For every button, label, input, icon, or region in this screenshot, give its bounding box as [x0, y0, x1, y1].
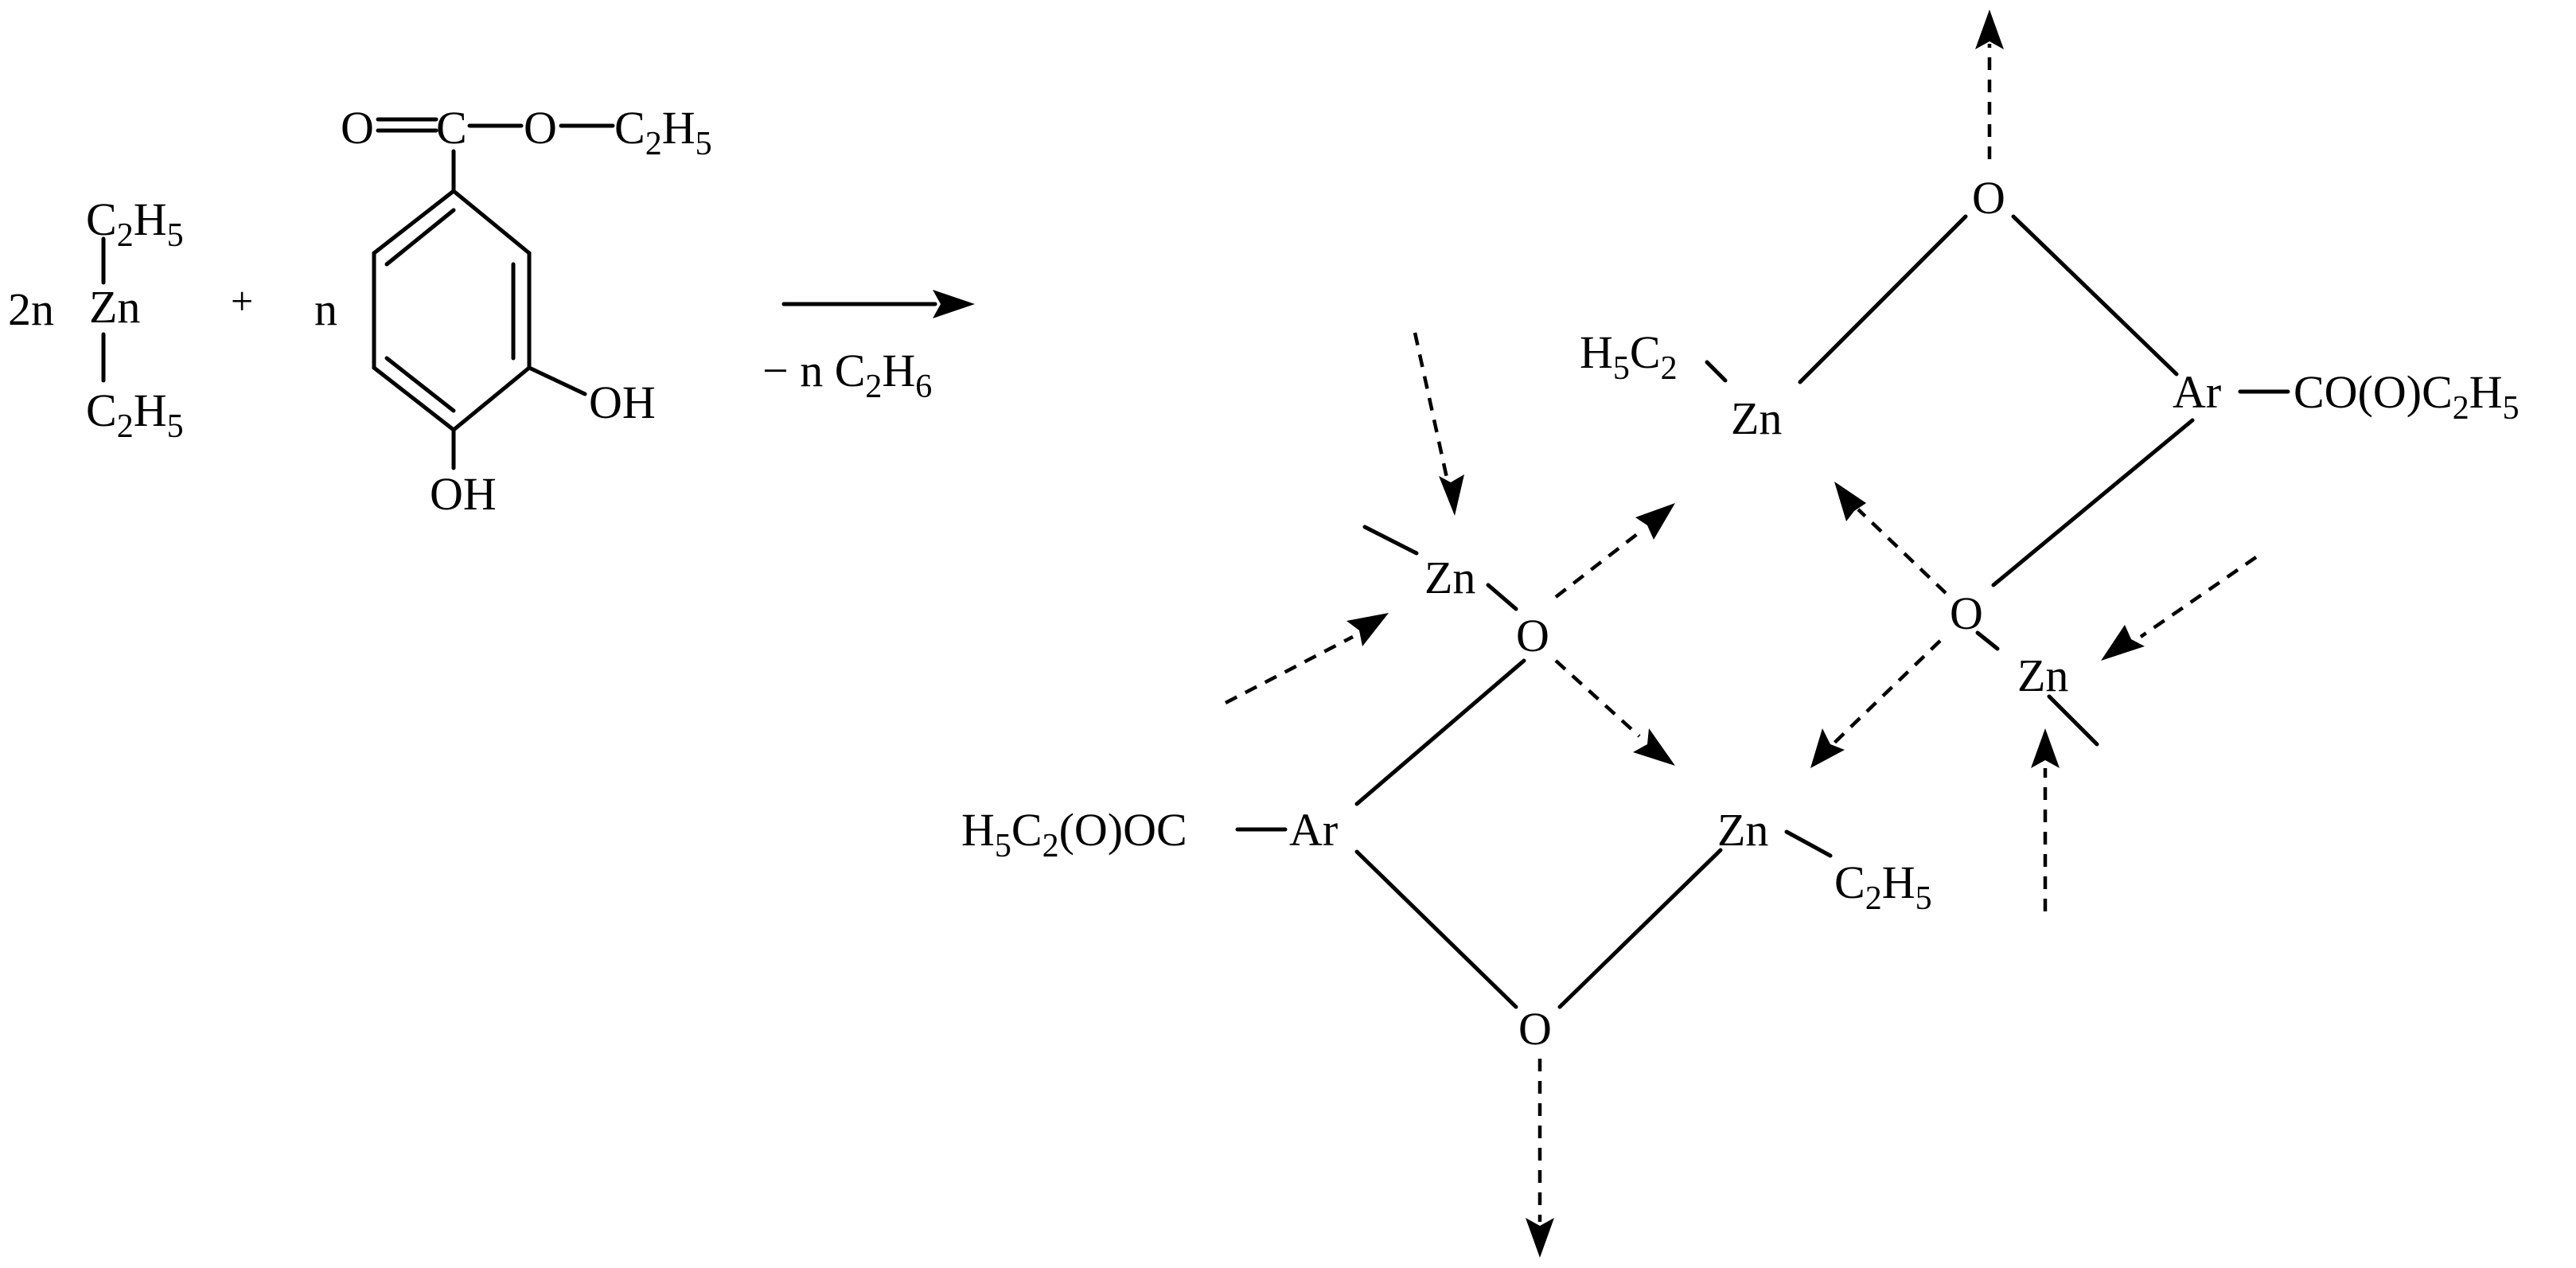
- coord-dash-o-down: [1829, 639, 1942, 748]
- plus-sign: +: [231, 279, 253, 323]
- left-zn-label: Zn: [1424, 552, 1475, 603]
- zinc-aryloxide-product: O H5C2 Zn Ar CO(O)C2H5 O Zn Zn O: [961, 10, 2519, 1258]
- carbonyl-carbon-label: C: [436, 102, 467, 154]
- ester-oxygen-label: O: [524, 102, 557, 154]
- carbonyl-oxygen-label: O: [341, 102, 374, 154]
- benzene-ring: [372, 188, 532, 433]
- coord-arrowhead-into-zn-right: [2101, 625, 2145, 661]
- mid-left-oxygen-label: O: [1516, 610, 1549, 661]
- coord-dash-into-zn-left-side: [1224, 635, 1354, 704]
- reaction-arrow: [781, 290, 975, 318]
- left-zn-o-bond: [1486, 583, 1518, 611]
- bottom-o-zn-bond: [1557, 848, 1723, 1009]
- coord-dash-o-left-down: [1554, 659, 1641, 738]
- coord-arrowhead-o-left-up: [1635, 503, 1675, 540]
- coord-arrowhead-o-down: [1810, 728, 1845, 768]
- ethyl-bottom-label: C2H5: [86, 384, 184, 445]
- ester-ethyl-label: C2H5: [614, 102, 712, 162]
- chain-down-arrowhead: [1526, 1218, 1554, 1258]
- diethylzinc: 2n Zn C2H5 C2H5: [8, 193, 184, 445]
- chain-up-arrowhead: [1975, 10, 2004, 49]
- lower-ethyl-label: C2H5: [1834, 856, 1932, 917]
- coord-arrowhead-o-up: [1834, 482, 1866, 521]
- zn-coefficient: 2n: [8, 283, 54, 335]
- zn-atom-label: Zn: [89, 281, 140, 333]
- right-zn-label: Zn: [2017, 650, 2068, 701]
- ester-coefficient: n: [314, 283, 337, 335]
- top-o-ar-bond: [2011, 214, 2179, 376]
- upper-zn-o-bond: [1798, 214, 1968, 384]
- upper-ethyl-label: H5C2: [1580, 326, 1678, 387]
- oh-right-bond: [527, 365, 587, 396]
- lower-substituent-label: H5C2(O)OC: [961, 804, 1187, 864]
- upper-ar-label: Ar: [2173, 366, 2221, 418]
- coord-arrowhead-into-zn-below: [2031, 728, 2060, 768]
- lower-zn-ethyl-bond: [1784, 829, 1833, 858]
- ring-inner-bond-3: [384, 356, 456, 413]
- ring-inner-bond-1: [384, 208, 456, 267]
- oh-right-label: OH: [589, 376, 656, 428]
- mid-left-o-ar-bond: [1354, 658, 1526, 806]
- coord-dash-into-zn-left-top: [1413, 332, 1449, 478]
- coord-arrowhead-o-left-down: [1633, 728, 1675, 766]
- lower-ar-label: Ar: [1289, 804, 1338, 856]
- lower-ar-o-bond: [1354, 849, 1518, 1009]
- lower-zn-label: Zn: [1717, 804, 1768, 856]
- coord-dash-o-left-up: [1554, 528, 1645, 599]
- upper-ethyl-zn-bond: [1705, 360, 1728, 383]
- ethyl-dihydroxybenzoate: O C O C2H5 OH OH: [341, 102, 712, 520]
- upper-ar-o-bond: [1991, 418, 2195, 587]
- coord-dash-into-zn-right: [2139, 556, 2258, 638]
- right-zn-stub-bond: [2047, 694, 2099, 747]
- coord-dash-o-up: [1857, 508, 1947, 595]
- oh-bottom-label: OH: [430, 468, 497, 520]
- mid-right-oxygen-label: O: [1950, 587, 1983, 639]
- upper-zn-label: Zn: [1731, 392, 1782, 444]
- left-zn-stub-bond: [1362, 525, 1419, 556]
- coord-arrowhead-into-zn-left-side: [1346, 613, 1389, 646]
- byproduct-label: − n C2H6: [762, 345, 932, 405]
- top-oxygen-label: O: [1972, 172, 2005, 224]
- bottom-oxygen-label: O: [1518, 1003, 1552, 1055]
- upper-substituent-label: CO(O)C2H5: [2293, 366, 2519, 427]
- mid-right-o-zn-bond: [1975, 630, 2000, 651]
- reaction-arrow-head: [933, 290, 975, 318]
- coord-arrowhead-into-zn-left-top: [1439, 474, 1464, 516]
- ethyl-top-label: C2H5: [86, 193, 184, 254]
